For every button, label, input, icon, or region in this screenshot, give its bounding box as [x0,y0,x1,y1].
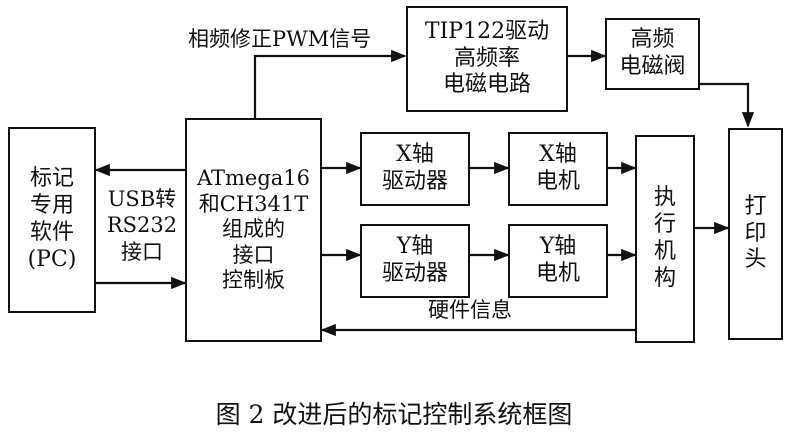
controller-board-block: ATmega16 和CH341T 组成的 接口 控制板 [185,118,322,342]
y-driver-label: Y轴 驱动器 [381,234,448,286]
figure-caption: 图 2 改进后的标记控制系统框图 [215,400,573,429]
x-motor-label: X轴 电机 [535,142,580,194]
printhead-label: 打 印 头 [744,193,767,273]
arrow-pwm-to-tip122 [253,49,407,118]
tip122-driver-label: TIP122驱动 高频率 电磁电路 [424,18,550,98]
arrow-valve-to-printhead [700,82,755,128]
y-driver-block: Y轴 驱动器 [360,224,470,298]
controller-board-label: ATmega16 和CH341T 组成的 接口 控制板 [196,165,311,293]
solenoid-valve-label: 高频 电磁阀 [619,27,686,79]
usb-interface-label: USB转 RS232 接口 [106,187,178,264]
printhead-block: 打 印 头 [728,128,783,340]
y-motor-label: Y轴 电机 [535,234,580,286]
x-motor-block: X轴 电机 [508,132,608,206]
x-driver-label: X轴 驱动器 [381,142,448,194]
pc-software-label: 标记 专用 软件 (PC) [27,166,77,272]
actuator-label: 执 行 机 构 [653,185,676,291]
actuator-block: 执 行 机 构 [635,135,695,343]
y-motor-block: Y轴 电机 [508,224,608,298]
tip122-driver-block: TIP122驱动 高频率 电磁电路 [406,6,568,112]
pc-software-block: 标记 专用 软件 (PC) [8,127,96,313]
x-driver-block: X轴 驱动器 [360,132,470,206]
solenoid-valve-block: 高频 电磁阀 [605,18,700,90]
hardware-info-label: 硬件信息 [428,298,512,322]
pwm-signal-label: 相频修正PWM信号 [188,27,372,51]
